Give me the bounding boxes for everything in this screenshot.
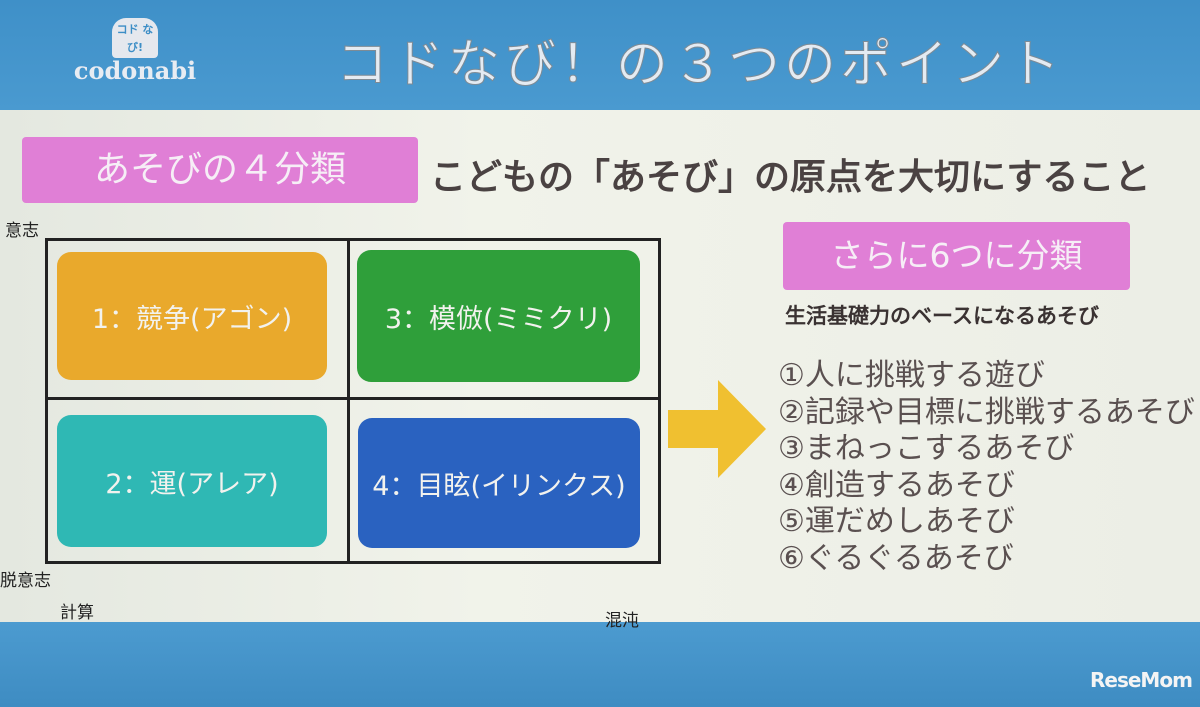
codonabi-logo: コド なび! codonabi bbox=[60, 18, 210, 98]
subcategory-label: さらに6つに分類 bbox=[783, 222, 1130, 290]
axis-label-top: 意志 bbox=[5, 221, 39, 241]
quadrant-alea: 2：運(アレア) bbox=[57, 415, 327, 547]
quadrant-ilinx: 4：目眩(イリンクス) bbox=[358, 418, 640, 548]
grid-divider-horizontal bbox=[45, 397, 661, 400]
list-item: ②記録や目標に挑戦するあそび bbox=[778, 394, 1195, 430]
section-heading: こどもの「あそび」の原点を大切にすること bbox=[430, 157, 1151, 198]
subcategory-subtitle: 生活基礎力のベースになるあそび bbox=[785, 304, 1099, 328]
logo-wordmark: codonabi bbox=[73, 56, 197, 85]
list-item: ③まねっこするあそび bbox=[778, 431, 1075, 466]
axis-label-calculation: 計算 bbox=[60, 603, 94, 623]
arrow-right-icon bbox=[668, 380, 766, 478]
slide-title: コドなび！の３つのポイント bbox=[335, 35, 1064, 96]
quadrant-agon: 1：競争(アゴン) bbox=[57, 252, 327, 380]
play-type-list: ①人に挑戦する遊び ②記録や目標に挑戦するあそび ③まねっこするあそび ④創造す… bbox=[778, 358, 1195, 577]
axis-label-chaos: 混沌 bbox=[605, 611, 639, 631]
list-item: ⑤運だめしあそび bbox=[778, 504, 1015, 539]
list-item: ④創造するあそび bbox=[778, 467, 1015, 503]
chef-hat-logo-icon: コド なび! bbox=[112, 18, 158, 58]
quadrant-mimicry: 3：模倣(ミミクリ) bbox=[357, 250, 640, 382]
header-band bbox=[0, 0, 1200, 112]
quadrant-grid bbox=[45, 238, 661, 564]
list-item: ⑥ぐるぐるあそび bbox=[778, 540, 1014, 576]
list-item: ①人に挑戦する遊び bbox=[778, 358, 1045, 393]
grid-divider-vertical bbox=[347, 238, 350, 564]
footer-band bbox=[0, 622, 1200, 707]
section-label: あそびの４分類 bbox=[22, 137, 418, 203]
axis-label-bottom: 脱意志 bbox=[0, 571, 51, 591]
resemom-watermark: ReseMom bbox=[1090, 668, 1193, 692]
